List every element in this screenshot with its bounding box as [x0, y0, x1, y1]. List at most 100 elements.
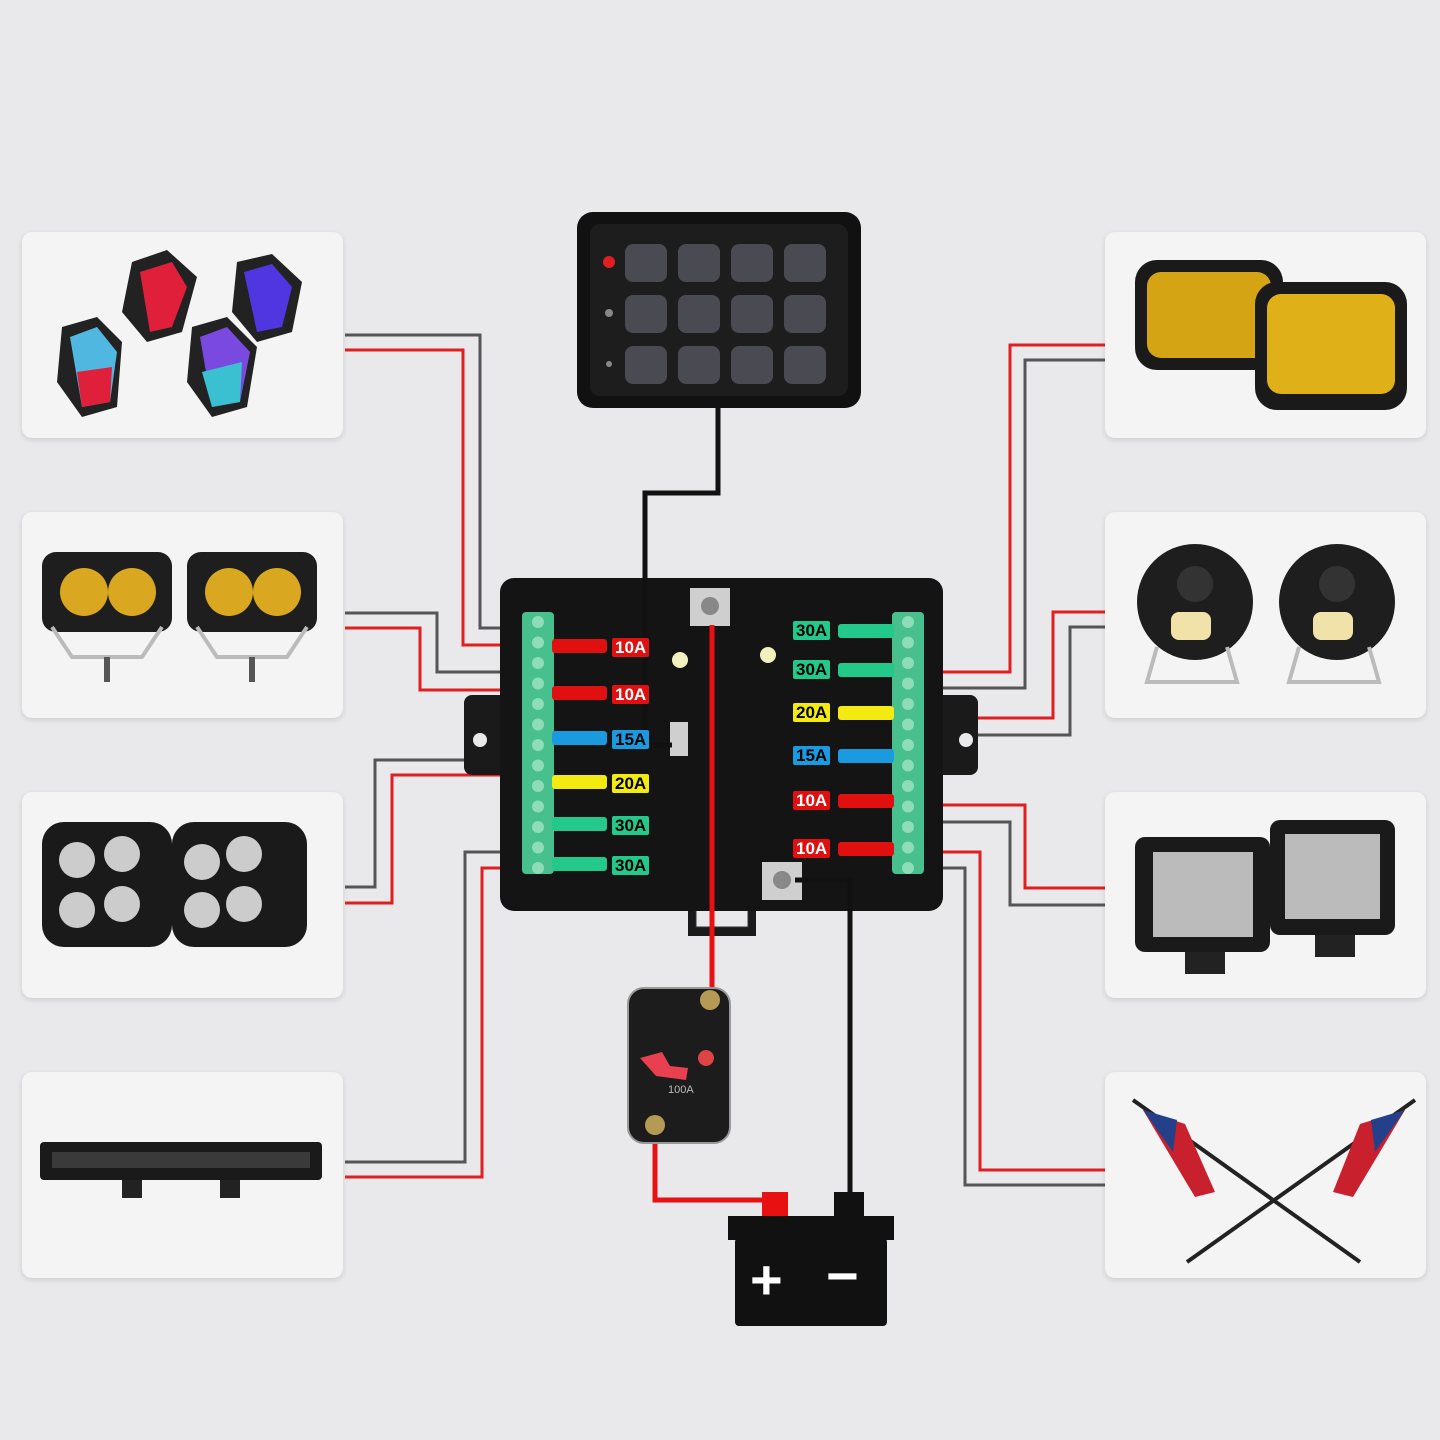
panel-switch-button[interactable] — [731, 295, 773, 333]
accessory-cube-work-lights — [22, 792, 343, 998]
wire-right-4-gray — [930, 866, 1105, 1187]
terminal-screw — [532, 821, 544, 833]
terminal-screw — [902, 821, 914, 833]
mode-icon — [606, 361, 612, 367]
panel-switch-button[interactable] — [678, 346, 720, 384]
wire-right-1-gray — [930, 358, 1105, 690]
wire-right-3-red — [930, 803, 1105, 890]
fuse-label: 15A — [612, 730, 650, 749]
led-cube-icon — [1135, 820, 1395, 974]
wire-left-4-red — [345, 866, 518, 1179]
wire-right-1-red — [930, 343, 1105, 674]
terminal-screw — [532, 800, 544, 813]
panel-switch-button[interactable] — [784, 295, 826, 333]
fuse-label: 30A — [612, 856, 650, 875]
terminal-screw — [902, 698, 914, 710]
indicator-led — [760, 647, 776, 663]
terminal-screw — [532, 616, 544, 628]
fuse-label: 10A — [793, 791, 831, 810]
battery — [728, 1192, 894, 1326]
panel-switch-button[interactable] — [625, 295, 667, 333]
fuse-blade — [552, 639, 607, 653]
accessory-amber-driving-lights — [1105, 232, 1426, 438]
round-fog-light-icon — [1137, 544, 1395, 684]
fuse-blade — [552, 857, 607, 871]
wire-ground — [795, 877, 853, 1215]
terminal-screw — [532, 780, 544, 792]
whip-flag-icon — [1131, 1098, 1417, 1264]
wire-left-2-red — [345, 626, 518, 692]
terminal-screw — [532, 718, 544, 731]
wire-left-3-gray — [345, 758, 518, 889]
battery-positive-sign: + — [750, 1248, 783, 1311]
accessory-round-fog-lights — [1105, 512, 1426, 718]
panel-switch-button[interactable] — [731, 244, 773, 282]
positive-terminal — [762, 1192, 788, 1218]
terminal-screw — [902, 739, 914, 751]
breaker-rating: 100A — [668, 1084, 694, 1096]
fuse-label: 20A — [793, 703, 831, 722]
fuse-blade — [838, 624, 894, 638]
terminal-screw — [902, 841, 914, 854]
panel-switch-button[interactable] — [625, 244, 667, 282]
accessory-led-cube-pods — [1105, 792, 1426, 998]
fuse-blade — [552, 731, 607, 745]
terminal-screw — [532, 677, 544, 690]
terminal-screw — [532, 698, 544, 710]
cube-light-icon — [42, 822, 307, 947]
reset-lever — [640, 1052, 688, 1080]
fog-pod-light-icon — [42, 552, 317, 682]
panel-switch-button[interactable] — [678, 295, 720, 333]
rock-light-icon — [57, 250, 302, 417]
panel-switch-button[interactable] — [731, 346, 773, 384]
accessory-whip-flags — [1105, 1072, 1426, 1278]
fuse-blade — [552, 817, 607, 831]
indicator-led — [672, 652, 688, 668]
fuse-blade — [838, 794, 894, 808]
wire-left-2-gray — [345, 611, 518, 674]
fuse-blade — [552, 775, 607, 789]
panel-switch-button[interactable] — [784, 244, 826, 282]
terminal-screw — [902, 677, 914, 690]
terminal-screw — [532, 636, 544, 649]
brightness-icon — [605, 309, 613, 317]
terminal-screw — [902, 636, 914, 649]
panel-switch-button[interactable] — [784, 346, 826, 384]
wire-right-3-gray — [930, 820, 1105, 907]
wire-left-1-gray — [345, 333, 518, 630]
light-bar-icon — [40, 1142, 322, 1198]
accessory-fog-pod-lights — [22, 512, 343, 718]
fuse-label: 10A — [612, 685, 650, 704]
fuse-label: 30A — [793, 621, 831, 640]
fuse-blade — [838, 663, 894, 677]
terminal-screw — [532, 657, 544, 669]
terminal-screw — [532, 759, 544, 772]
amber-driving-light-icon — [1135, 260, 1407, 410]
fuse-blade — [838, 842, 894, 856]
terminal-screw — [902, 657, 914, 669]
fuse-blade — [552, 686, 607, 700]
panel-switch-button[interactable] — [678, 244, 720, 282]
fuse-label: 30A — [612, 816, 650, 835]
circuit-breaker — [627, 987, 731, 1144]
fuse-blade — [838, 706, 894, 720]
accessory-rock-lights — [22, 232, 343, 438]
fuse-blade — [838, 749, 894, 763]
panel-switch-button[interactable] — [625, 346, 667, 384]
wire-left-1-red — [345, 348, 518, 647]
terminal-screw — [902, 718, 914, 731]
terminal-screw — [532, 862, 544, 874]
wire-right-2-gray — [930, 625, 1105, 737]
fuse-label: 20A — [612, 774, 650, 793]
fuse-label: 30A — [793, 660, 831, 679]
terminal-screw — [532, 841, 544, 854]
negative-terminal — [834, 1192, 864, 1218]
wire-left-4-gray — [345, 850, 518, 1164]
wire-left-3-red — [345, 773, 518, 905]
ground-tab — [670, 722, 688, 756]
power-icon — [603, 256, 615, 268]
battery-negative-sign: − — [826, 1244, 859, 1307]
terminal-screw — [902, 759, 914, 772]
terminal-screw — [532, 739, 544, 751]
